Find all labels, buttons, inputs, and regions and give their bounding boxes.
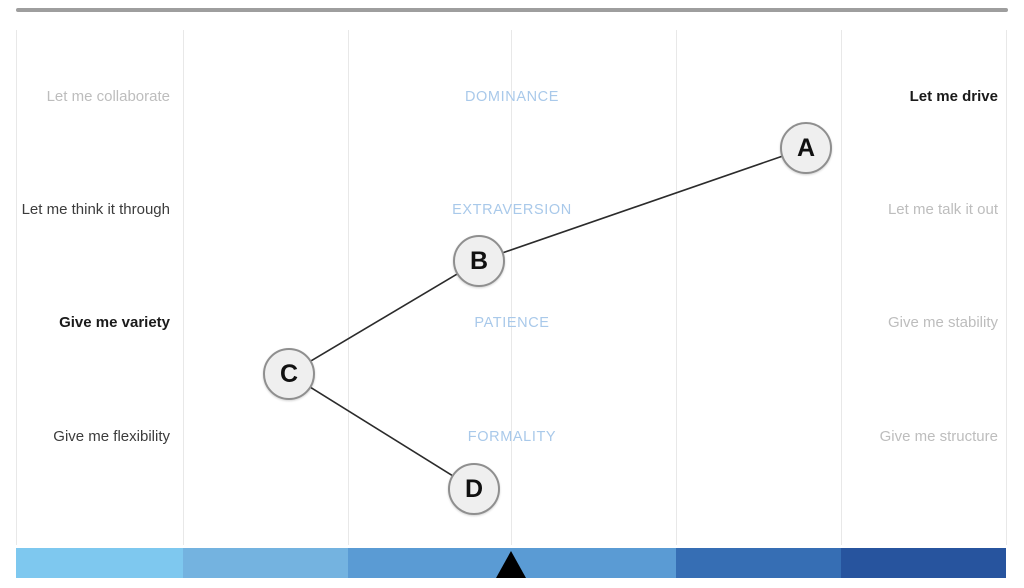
- scale-segment-very-low[interactable]: [16, 548, 183, 578]
- pole-label-left: Give me flexibility: [53, 428, 170, 445]
- node-marker-c[interactable]: C: [263, 348, 315, 400]
- gridline-4: [676, 30, 677, 545]
- pole-label-left: Let me think it through: [21, 201, 170, 218]
- node-marker-d[interactable]: D: [448, 463, 500, 515]
- node-marker-b[interactable]: B: [453, 235, 505, 287]
- scale-bar[interactable]: [16, 548, 1006, 578]
- gridline-1: [183, 30, 184, 545]
- axis-name-label: DOMINANCE: [464, 89, 559, 105]
- plot-area: [0, 30, 1024, 545]
- scale-segment-very-high[interactable]: [841, 548, 1006, 578]
- gridline-3: [511, 30, 512, 545]
- pole-label-left: Give me variety: [59, 314, 170, 331]
- scale-marker-triangle-icon: [496, 551, 526, 578]
- pole-label-right: Let me talk it out: [887, 201, 998, 218]
- node-marker-a[interactable]: A: [780, 122, 832, 174]
- gridline-2: [348, 30, 349, 545]
- axis-name-label: EXTRAVERSION: [452, 202, 572, 218]
- gridline-5: [841, 30, 842, 545]
- axis-name-label: FORMALITY: [467, 429, 557, 445]
- pole-label-right: Let me drive: [909, 88, 998, 105]
- gridline-0: [16, 30, 17, 545]
- pole-label-right: Give me stability: [887, 314, 998, 331]
- axis-name-label: PATIENCE: [474, 315, 550, 331]
- scale-segment-high[interactable]: [676, 548, 841, 578]
- top-divider-bar: [16, 8, 1008, 12]
- pole-label-right: Give me structure: [879, 428, 998, 445]
- gridline-6: [1006, 30, 1007, 545]
- scale-segment-low[interactable]: [183, 548, 348, 578]
- pole-label-left: Let me collaborate: [46, 88, 170, 105]
